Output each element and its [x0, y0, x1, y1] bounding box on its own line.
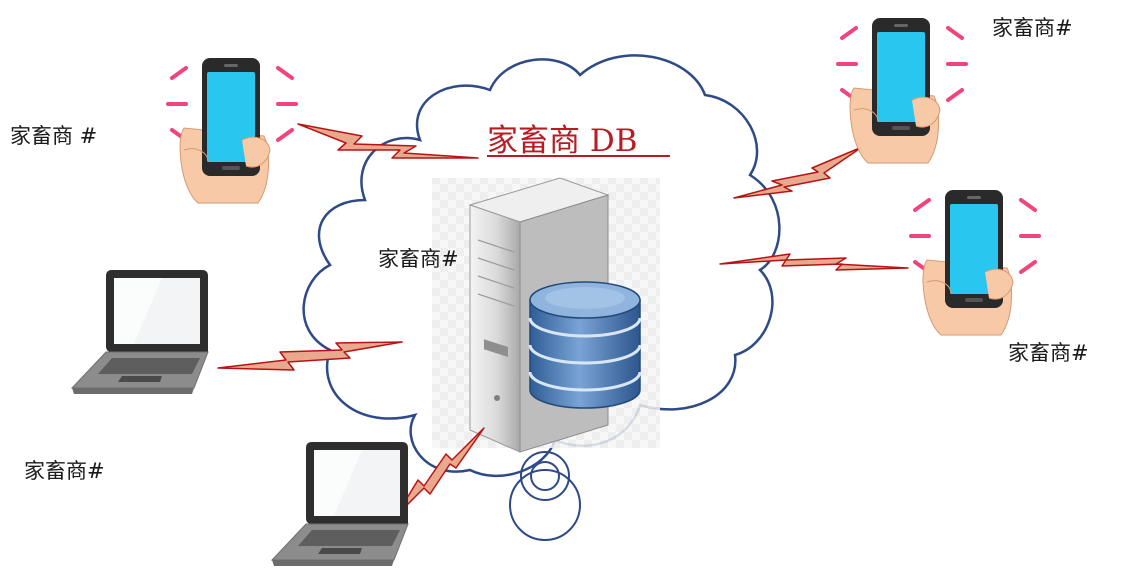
client-label-phone-top-right: 家畜商#: [992, 16, 1073, 40]
smartphone-icon: [836, 17, 968, 164]
smartphone-icon: [166, 57, 298, 204]
signal-ring-icon: [509, 451, 581, 541]
lightning-bolt-icon: [217, 341, 403, 371]
laptop-icon: [271, 441, 409, 567]
database-icon: [528, 281, 642, 409]
client-label-laptop-left: 家畜商#: [24, 459, 105, 483]
diagram-title: 家畜商 DB: [487, 123, 638, 159]
client-label-phone-right: 家畜商#: [1008, 341, 1089, 365]
lightning-bolt-icon: [733, 146, 863, 199]
client-label-phone-left: 家畜商 #: [10, 124, 98, 148]
laptop-icon: [71, 269, 209, 395]
lightning-bolt-icon: [719, 253, 909, 271]
lightning-bolts: [217, 123, 909, 517]
lightning-bolt-icon: [297, 123, 479, 159]
lightning-bolt-icon: [395, 427, 485, 517]
smartphone-icon: [909, 189, 1041, 336]
server-label: 家畜商#: [378, 247, 459, 271]
